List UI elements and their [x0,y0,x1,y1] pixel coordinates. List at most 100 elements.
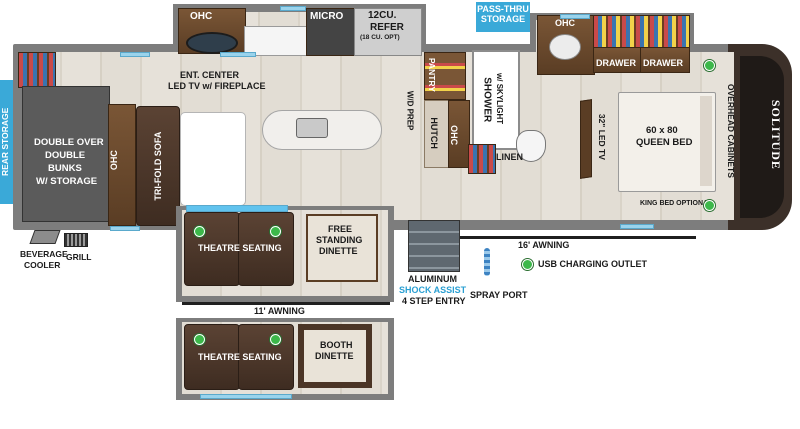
sixteen-awning-label: 16' AWNING [518,240,570,250]
bed-label-2: QUEEN BED [636,137,693,148]
drawer-left-label: DRAWER [596,58,636,68]
window-2 [220,52,256,57]
refer-label-2: REFER [370,22,404,33]
usb-outlet-theatre-bottom-right [270,334,281,345]
bed-label-1: 60 x 80 [646,125,678,136]
booth-dinette [298,324,372,388]
ent-center-label-1: ENT. CENTER [180,70,240,80]
pantry-label: PANTRY [426,57,437,92]
eleven-awning-label: 11' AWNING [254,306,305,316]
island-sink [296,118,328,138]
bunks-label-3: BUNKS [48,163,82,174]
grill-label: GRILL [66,252,92,262]
wd-prep-label: W/D PREP [405,90,415,131]
usb-outlet-bed-2 [704,200,715,211]
awning-16 [460,236,696,239]
pass-thru-storage-banner: PASS-THRU STORAGE [476,2,530,32]
brand-logo: SOLITUDE [768,99,783,170]
bed-pillows [700,96,712,186]
ohc-bath-label: OHC [555,18,575,28]
theatre-seating-bottom-label: THEATRE SEATING [198,352,282,362]
sink-bowl [186,32,238,54]
king-bed-label: KING BED OPTIONAL [640,200,713,207]
linen-label: LINEN [496,152,523,162]
ent-center-label-2: LED TV w/ FIREPLACE [168,81,266,91]
pass-thru-label-1: PASS-THRU [477,4,529,14]
bunk-wardrobe [18,52,56,88]
ohc-top-label: OHC [190,11,213,22]
refer-label-3: (18 CU. OPT) [360,34,400,41]
ohc-hutch-cabinet [448,100,470,168]
usb-outlet-theatre-top-left [194,226,205,237]
pantry-cabinet [424,52,466,100]
range [244,26,308,56]
ohc-bunk-cabinet [108,104,136,226]
step-entry-label: 4 STEP ENTRY [402,296,466,306]
tri-fold-sofa-label: TRI-FOLD SOFA [152,131,163,201]
free-standing-label-2: STANDING [316,235,363,245]
window-5 [110,226,140,231]
free-standing-dinette [306,214,378,282]
queen-bed [618,92,716,192]
overhead-cabinets-label: OVERHEAD CABINETS [725,83,736,178]
hutch-cabinet [424,100,450,168]
hutch-label: HUTCH [428,117,439,149]
usb-legend-dot [522,259,533,270]
entry-steps [408,220,460,272]
rear-storage-banner [0,80,13,204]
beverage-cooler [29,230,61,244]
bunk-mattress [22,86,110,222]
rear-storage-label: REAR STORAGE [0,107,11,177]
theatre-seat-top-left [184,212,240,286]
awning-11 [182,302,390,305]
usb-outlet-theatre-top-right [270,226,281,237]
shock-assist-label: SHOCK ASSIST [399,285,467,295]
usb-legend-label: USB CHARGING OUTLET [538,259,647,269]
booth-label-2: DINETTE [315,351,354,361]
refer-cabinet [354,8,422,56]
micro-label: MICRO [310,11,344,22]
micro-cabinet [306,8,356,56]
bath-sink [549,34,581,60]
spray-port-label: SPRAY PORT [470,290,528,300]
pass-thru-label-2: STORAGE [480,13,526,24]
theatre-seating-top-label: THEATRE SEATING [198,243,282,253]
booth-label-1: BOOTH [320,340,353,350]
front-cap-inner [740,56,784,218]
theatre-seat-bottom-right [238,324,294,390]
grill [64,233,88,247]
tri-fold-sofa [136,106,180,226]
ohc-bunk-label: OHC [108,150,119,171]
toilet [516,130,546,162]
bunks-label-4: W/ STORAGE [36,176,98,187]
ohc-hutch-label: OHC [449,125,460,146]
spray-port-hose [484,248,490,276]
shower-label-2: w/ SKYLIGHT [495,73,505,125]
window-1 [120,52,150,57]
aluminum-label: ALUMINUM [408,274,457,284]
sofa-mat [180,112,246,206]
shower-label-1: SHOWER [481,77,493,123]
beverage-label-1: BEVERAGE [20,249,68,259]
bunks-label-1: DOUBLE OVER [34,137,104,148]
window-3 [280,6,306,11]
tv-stand [580,99,592,179]
drawer-right-label: DRAWER [643,58,683,68]
free-standing-label-1: FREE [328,224,353,234]
usb-outlet-theatre-bottom-left [194,334,205,345]
led-tv-label: 32" LED TV [596,113,607,160]
shower [472,50,520,150]
theatre-light-top [186,205,288,212]
booth-light [200,394,292,399]
beverage-label-2: COOLER [24,260,61,270]
window-4 [560,14,590,19]
linen-cabinet [468,144,496,174]
drawer-right [640,47,690,73]
free-standing-label-3: DINETTE [319,246,358,256]
refer-label-1: 12CU. [368,10,397,21]
window-6 [620,224,654,229]
usb-outlet-bed [704,60,715,71]
bunks-label-2: DOUBLE [45,150,86,161]
wardrobe-shelf [593,15,690,49]
